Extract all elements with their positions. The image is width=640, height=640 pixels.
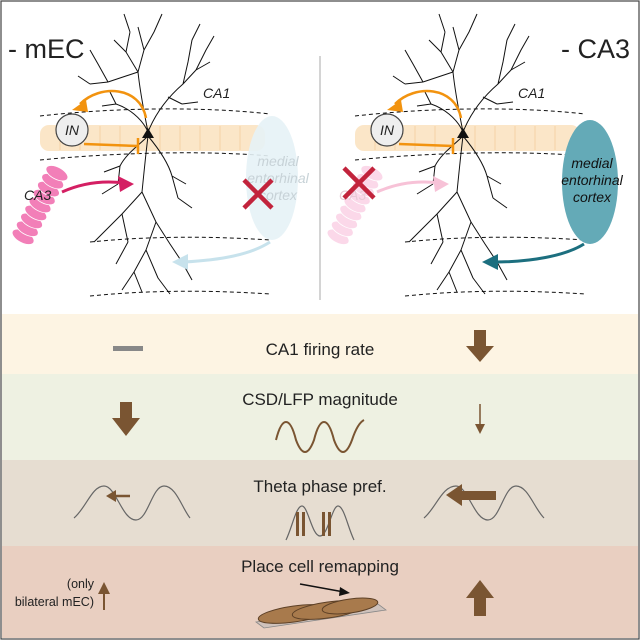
travel-direction-arrow-shaft [299,583,345,593]
lfp-oscillation-wave [275,419,365,453]
row-csd-lfp-magnitude: CSD/LFP magnitude [2,374,638,460]
inhibitory-connection [398,142,454,148]
interneuron-circle [55,113,89,147]
ca1-pyramidal-neuron [77,13,215,295]
inhibitory-connection [83,142,139,148]
right-panel: - CA3 medial entorhinal cortex CA1 IN [326,13,630,297]
excitatory-arrowhead [72,100,88,112]
right-panel-title: - CA3 [561,34,630,64]
mec-input-arrow-faded [183,240,271,264]
left-note-line1: (only [67,577,95,591]
row-theta-phase: Theta phase pref. [2,460,638,546]
layer-line [354,152,586,161]
row-label: Theta phase pref. [253,477,386,496]
increase-arrow-small [98,582,110,594]
mec-label-line1: medial [257,153,299,169]
theta-wave-left [73,485,191,521]
spike-tick [322,512,325,536]
excitatory-arrow-to-in [394,89,463,119]
excitatory-arrowhead [387,100,403,112]
theta-wave-center [285,505,355,541]
ca3-arrowhead-faded [433,176,449,192]
mec-label-line1: medial [571,155,613,171]
lesion-cross-ca3 [342,166,376,200]
row-label: CA1 firing rate [266,340,375,359]
ca1-pyramidal-neuron [392,13,530,295]
left-panel-title: - mEC [8,34,85,64]
phase-shift-arrow-small [106,490,116,502]
left-note-line2: bilateral mEC) [15,595,94,609]
mec-ellipse-faded [246,116,298,240]
row-background [2,314,638,374]
row-label: Place cell remapping [241,557,399,576]
spike-tick [328,512,331,536]
mec-label-line2: entorhinal [247,170,309,186]
mec-arrowhead [482,254,498,270]
decrease-arrow-large [466,330,494,362]
ca3-cell-stack [11,165,69,245]
mec-input-arrow [493,242,585,264]
layer-line [89,236,271,243]
mec-ellipse [562,120,618,244]
interneuron-label: IN [65,122,80,138]
spike-tick [296,512,299,536]
layer-line [404,236,586,243]
spike-tick [302,512,305,536]
layer-line [39,108,271,117]
row-background [2,374,638,460]
row-ca1-firing-rate: CA1 firing rate [2,314,638,374]
increase-arrow-large [466,580,494,616]
row-label: CSD/LFP magnitude [242,390,398,409]
interneuron-circle [370,113,404,147]
ca1-label: CA1 [203,85,230,101]
decrease-arrow-large [112,402,140,436]
excitatory-arrow-to-in [79,89,148,119]
mec-arrowhead-faded [172,254,188,270]
layer-line [39,152,271,161]
layer-line [354,108,586,117]
mec-label-line3: cortex [573,189,612,205]
mec-label-line2: entorhinal [561,172,623,188]
ca3-label: CA3 [24,187,51,203]
decrease-arrow-small [475,424,485,434]
layer-line [404,290,586,297]
travel-direction-arrowhead [339,587,350,596]
phase-shift-arrow-shaft-large [460,491,496,500]
ca3-cell-stack-faded [326,165,384,245]
lesion-cross-mec [242,178,274,210]
place-field [321,597,379,615]
left-panel: - mEC medial entorhinal cortex CA1 IN [8,13,310,297]
ca3-arrowhead [118,176,134,192]
ca3-input-arrow [61,180,125,194]
ca1-label: CA1 [518,85,545,101]
layer-line [89,290,271,297]
no-change-dash [113,346,143,351]
theta-wave-right [423,485,545,521]
phase-shift-arrow-large [446,484,462,506]
row-place-cell-remapping: Place cell remapping (only bilateral mEC… [2,546,638,638]
ca3-input-arrow-faded [376,180,440,194]
mec-label-line3: cortex [259,187,298,203]
row-background [2,460,638,546]
interneuron-label: IN [380,122,395,138]
